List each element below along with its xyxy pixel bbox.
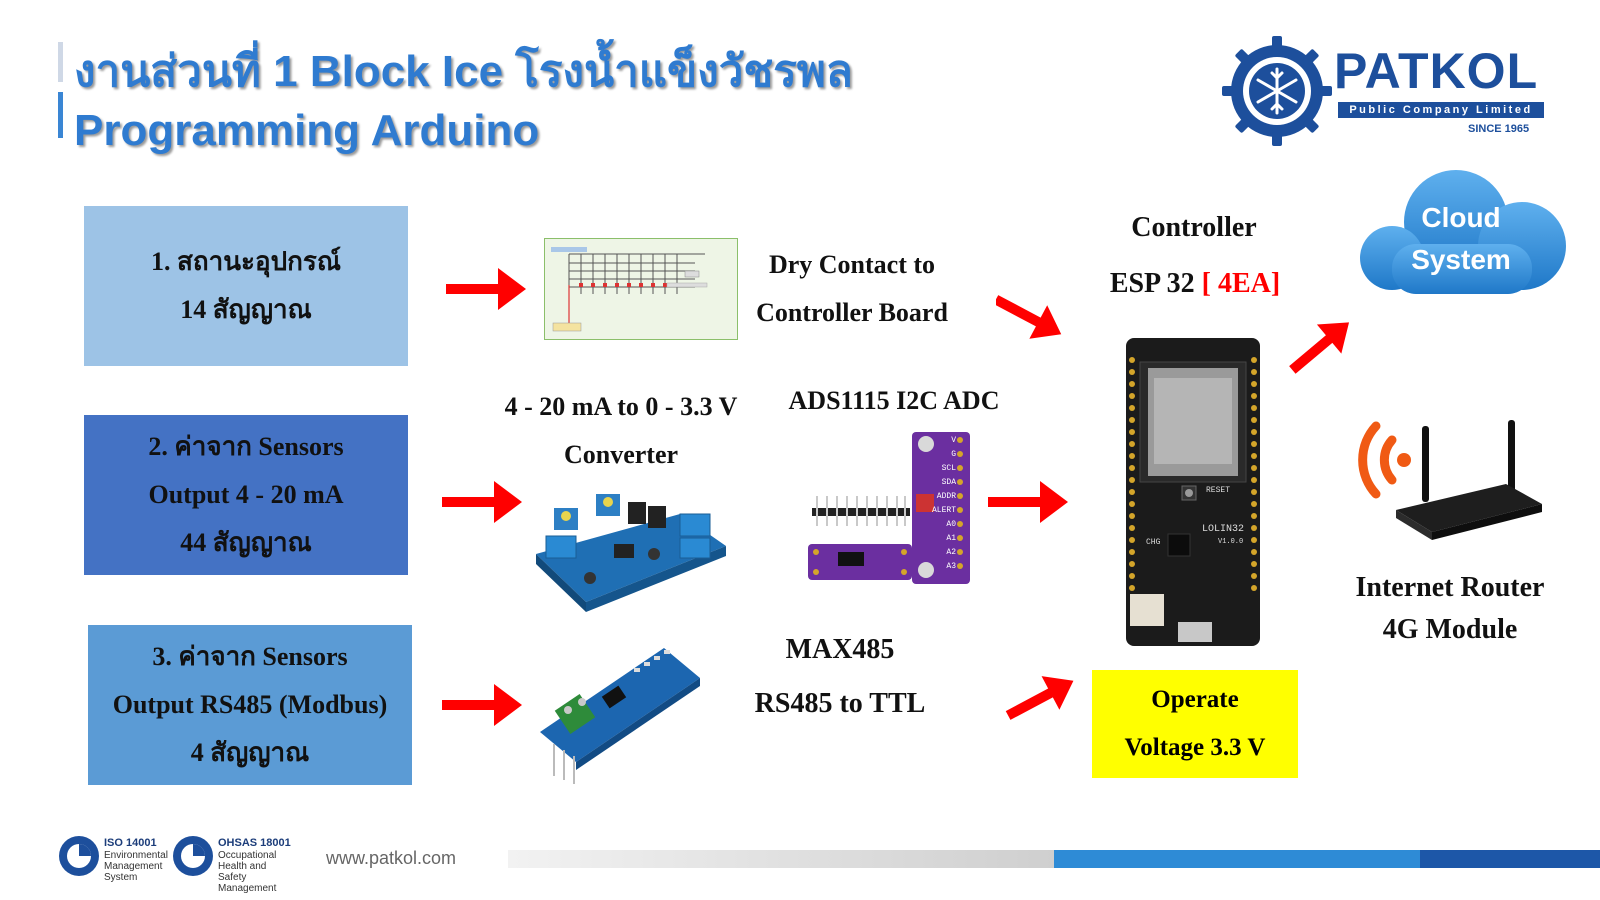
iso-desc-line: Environmental	[104, 850, 168, 861]
ads1115-board-small-image	[808, 544, 912, 580]
arrow-right-icon-3	[442, 684, 522, 726]
iso-desc-line: Management	[104, 861, 163, 872]
footer-bar-light-blue	[1054, 850, 1420, 868]
adc-pin-labels: V G SCL SDA ADDR ALERT A0 A1 A2 A3	[922, 434, 956, 574]
box2-line3: 44 สัญญาณ	[180, 528, 312, 557]
converter-module-image	[530, 484, 730, 614]
iso-certification-icon	[59, 836, 99, 876]
esp32-name: ESP 32	[1109, 268, 1195, 299]
signal-box-sensors-4-20ma: 2. ค่าจาก Sensors Output 4 - 20 mA 44 สั…	[84, 415, 408, 575]
esp32-lolin32-board-image: RESET LOLIN32 V1.0.0 CHG	[1126, 338, 1260, 646]
arrow-right-icon-4	[988, 481, 1068, 523]
patkol-seal-icon	[1222, 36, 1332, 146]
patkol-subtitle: Public Company Limited	[1338, 102, 1544, 118]
router-label-2: 4G Module	[1382, 614, 1518, 645]
iso-title: ISO 14001	[104, 837, 157, 849]
ohsas-certification-icon	[173, 836, 213, 876]
operate-voltage-box: Operate Voltage 3.3 V	[1092, 670, 1298, 778]
iso-desc-line: System	[104, 872, 138, 883]
arrow-right-icon-2	[442, 481, 522, 523]
max485-label-1: MAX485	[785, 634, 895, 665]
iso-14001-badge: ISO 14001 Environmental Management Syste…	[58, 835, 168, 883]
adc-label: ADS1115 I2C ADC	[788, 386, 1000, 415]
box2-line1: 2. ค่าจาก Sensors	[148, 432, 344, 461]
esp32-label: ESP 32 [ 4EA]	[1070, 268, 1320, 300]
ads1115-board-image: V G SCL SDA ADDR ALERT A0 A1 A2 A3	[912, 432, 970, 584]
cloud-system-icon: Cloud System	[1352, 164, 1570, 304]
max485-module-image	[540, 644, 710, 784]
footer-url-link[interactable]: www.patkol.com	[326, 848, 457, 868]
dry-contact-label-2: Controller Board	[756, 298, 948, 327]
adc-pin-label: A2	[946, 548, 956, 557]
esp32-quantity: [ 4EA]	[1201, 268, 1281, 299]
ohsas-desc-line: Management	[218, 883, 277, 894]
adc-pin-label: ALERT	[931, 506, 956, 515]
esp32-board-name: LOLIN32	[1202, 524, 1245, 535]
box3-line1: 3. ค่าจาก Sensors	[152, 642, 348, 671]
esp32-chg-label: CHG	[1146, 538, 1161, 547]
ohsas-desc-line: Health and Safety	[218, 861, 267, 883]
iso-desc: Environmental Management System	[104, 850, 168, 883]
box2-line2: Output 4 - 20 mA	[148, 480, 344, 509]
arrow-right-icon-1	[446, 268, 526, 310]
page-title-line-2: Programming Arduino	[74, 106, 540, 155]
ohsas-desc: Occupational Health and Safety Managemen…	[218, 850, 296, 894]
box3-line3: 4 สัญญาณ	[190, 738, 310, 767]
title-accent-bar-bottom	[58, 92, 63, 138]
operate-line2: Voltage 3.3 V	[1124, 734, 1266, 761]
ads1115-header-pins-image	[812, 496, 910, 534]
signal-box-equipment-status: 1. สถานะอุปกรณ์ 14 สัญญาณ	[84, 206, 408, 366]
page-title-line-1: งานส่วนที่ 1 Block Ice โรงน้ำแข็งวัชรพล	[74, 47, 853, 96]
adc-pin-label: A0	[946, 520, 956, 529]
adc-pin-label: V	[951, 436, 956, 445]
router-4g-icon	[1336, 406, 1546, 556]
operate-line1: Operate	[1151, 686, 1239, 713]
dry-contact-schematic-image	[544, 238, 738, 340]
adc-pin-label: SCL	[941, 464, 956, 473]
adc-pin-label: A3	[946, 562, 956, 571]
ohsas-desc-line: Occupational	[218, 850, 277, 861]
converter-label-1: 4 - 20 mA to 0 - 3.3 V	[504, 392, 738, 421]
dry-contact-label-1: Dry Contact to	[768, 250, 936, 279]
adc-pin-label: ADDR	[936, 492, 956, 501]
footer-bar-grey	[508, 850, 1054, 868]
router-label-1: Internet Router	[1355, 572, 1545, 603]
converter-label-2: Converter	[563, 440, 679, 469]
ohsas-title: OHSAS 18001	[218, 837, 291, 849]
arrow-diagonal-up-icon-2	[1289, 322, 1350, 374]
cloud-label-2: System	[1411, 244, 1511, 275]
title-accent-bar-top	[58, 42, 63, 82]
signal-box-sensors-rs485: 3. ค่าจาก Sensors Output RS485 (Modbus) …	[88, 625, 412, 785]
patkol-wordmark: PATKOL	[1334, 43, 1539, 99]
arrow-diagonal-up-icon-1	[1005, 676, 1074, 720]
box1-line1: 1. สถานะอุปกรณ์	[151, 247, 341, 276]
controller-label: Controller	[1131, 212, 1257, 243]
patkol-logo: PATKOL Public Company Limited SINCE 1965	[1222, 36, 1562, 146]
patkol-since: SINCE 1965	[1468, 123, 1530, 135]
adc-pin-label: SDA	[941, 478, 956, 487]
box3-line2: Output RS485 (Modbus)	[112, 690, 388, 719]
arrow-diagonal-down-icon	[996, 295, 1062, 339]
footer-bar-dark-blue	[1420, 850, 1600, 868]
esp32-board-version: V1.0.0	[1218, 538, 1244, 546]
max485-label-2: RS485 to TTL	[754, 688, 926, 719]
adc-pin-label: A1	[946, 534, 956, 543]
box1-line2: 14 สัญญาณ	[180, 295, 312, 324]
ohsas-18001-badge: OHSAS 18001 Occupational Health and Safe…	[172, 835, 296, 894]
adc-pin-label: G	[951, 450, 956, 459]
cloud-label-1: Cloud	[1421, 202, 1501, 233]
esp32-reset-label: RESET	[1206, 486, 1231, 495]
